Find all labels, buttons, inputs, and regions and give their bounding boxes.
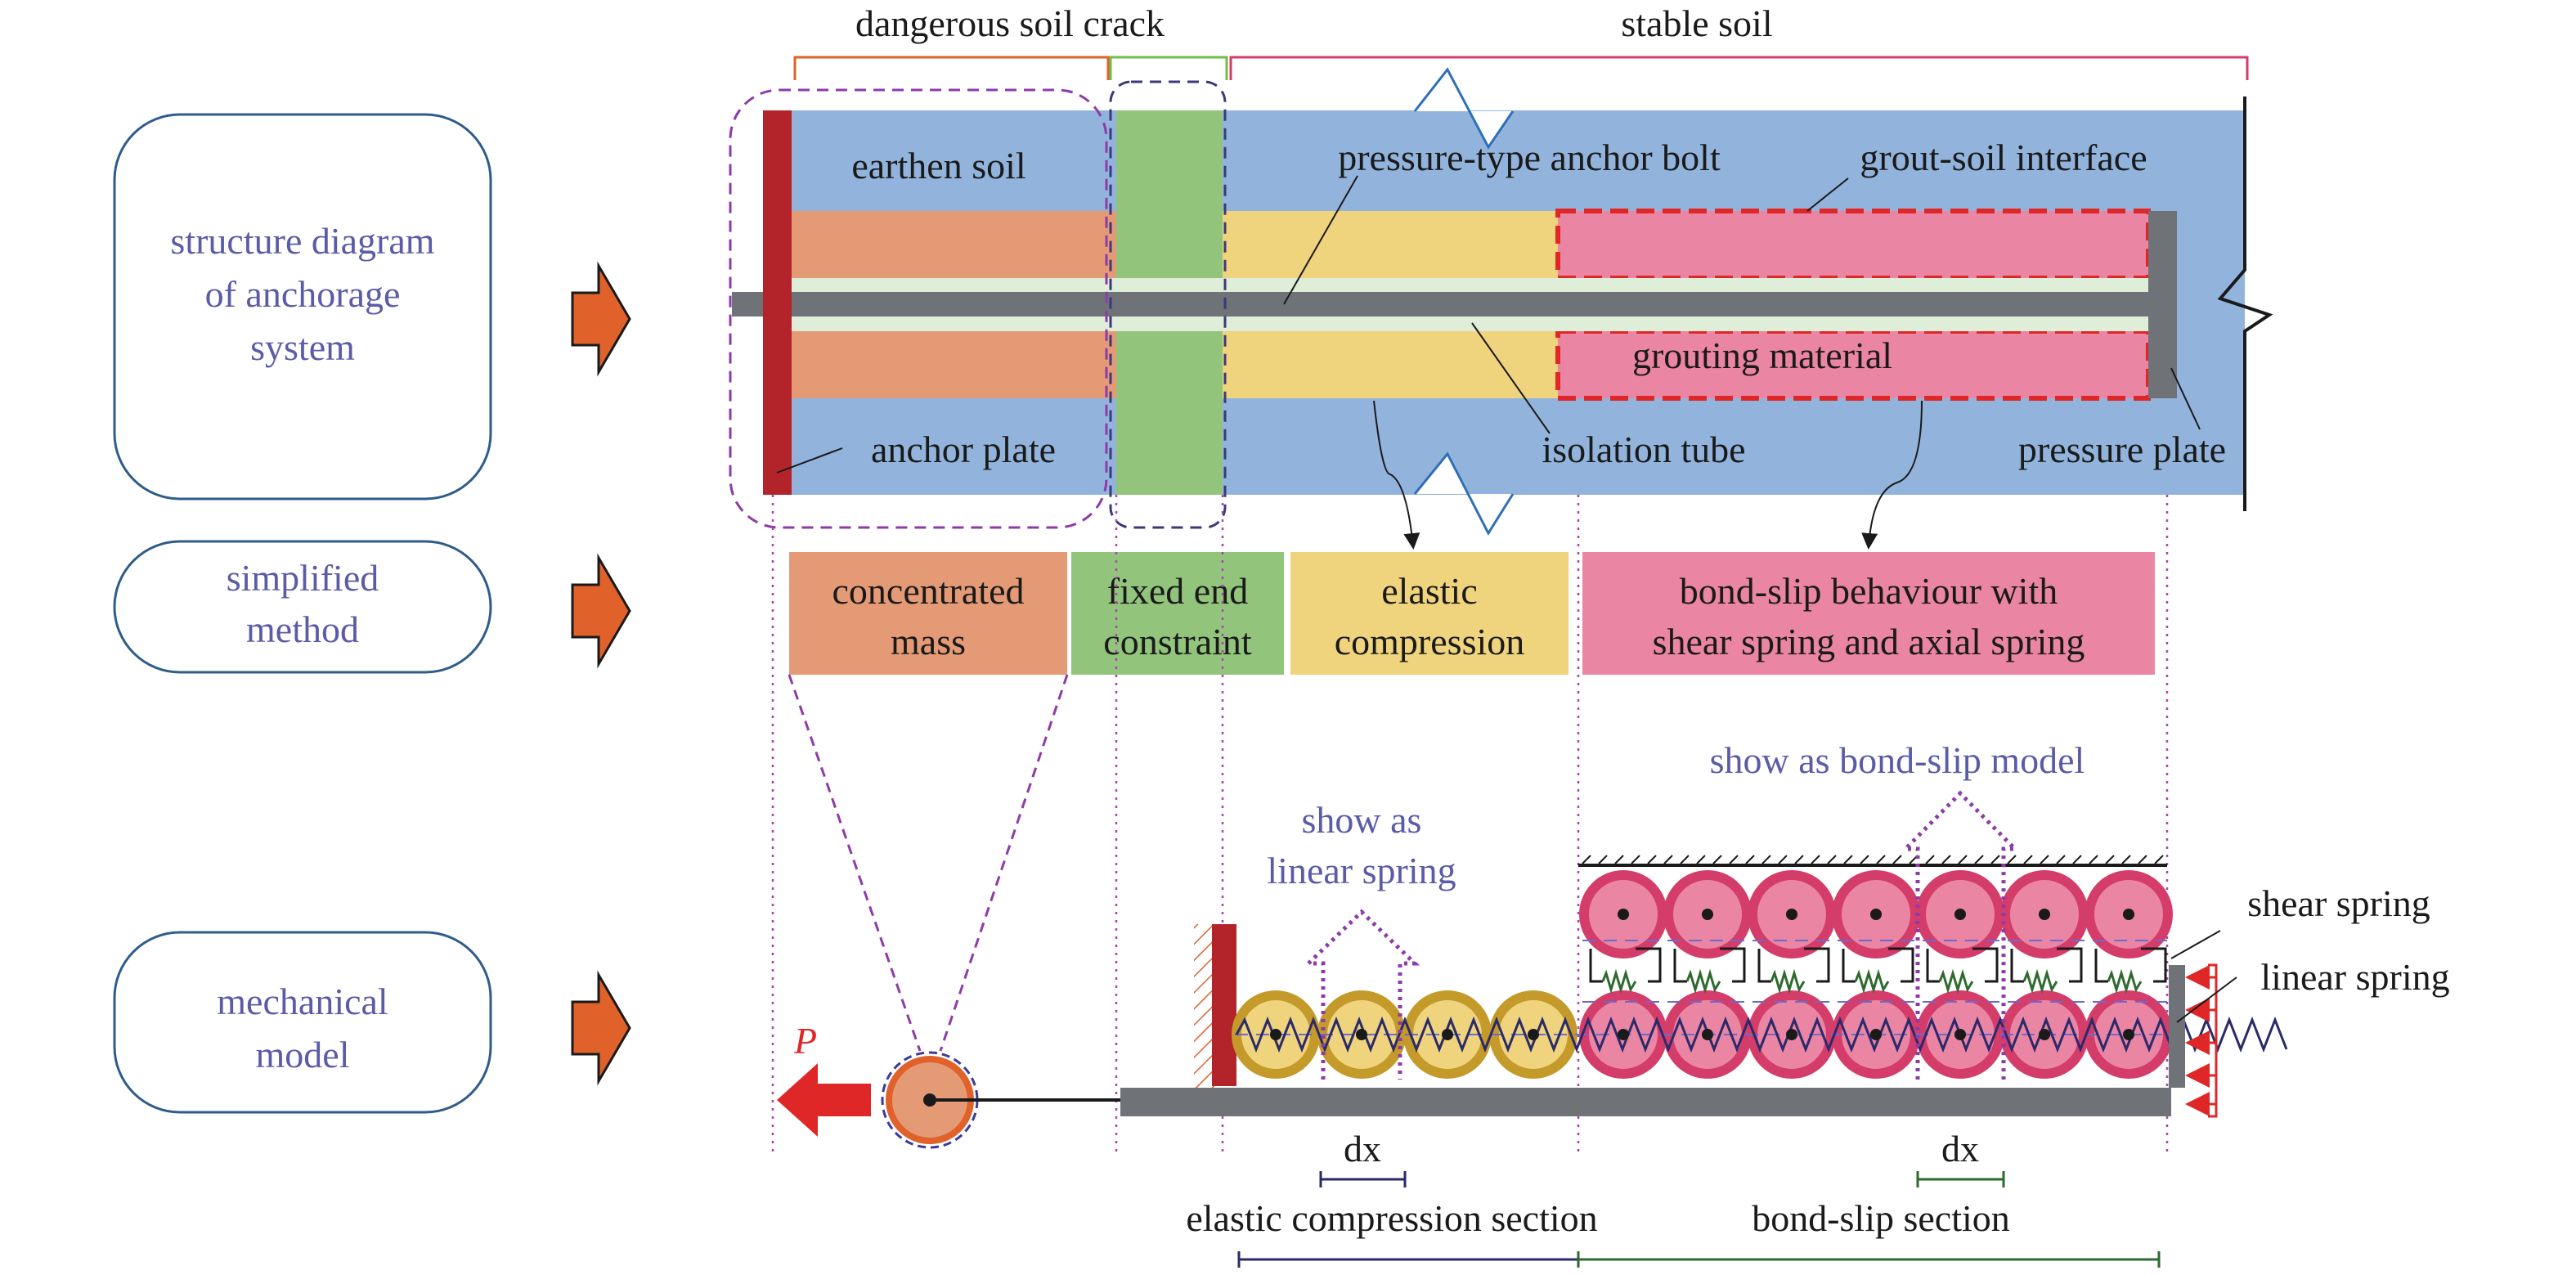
label-dx-bond: dx bbox=[1941, 1128, 1979, 1169]
box-mass-line-1: concentrated bbox=[832, 570, 1025, 612]
anchor-plate bbox=[763, 110, 792, 495]
box-concentrated-mass bbox=[789, 552, 1067, 675]
row-label-simplified: simplified method bbox=[113, 540, 492, 674]
mechanical-model: P bbox=[777, 739, 2450, 1268]
label-earthen-soil: earthen soil bbox=[851, 145, 1025, 186]
label-pressure-plate: pressure plate bbox=[2018, 429, 2226, 470]
shear-springs bbox=[1589, 947, 2167, 994]
row-mechanical-line-2: model bbox=[256, 1034, 350, 1075]
label-grouting-material: grouting material bbox=[1632, 334, 1892, 376]
axial-spring bbox=[1235, 1016, 2288, 1053]
box-fixed-end bbox=[1071, 552, 1284, 675]
row-label-mechanical: mechanical model bbox=[113, 931, 492, 1114]
label-grout-soil-interface: grout-soil interface bbox=[1860, 137, 2147, 178]
box-bond-line-1: bond-slip behaviour with bbox=[1680, 570, 2058, 612]
label-bond-section: bond-slip section bbox=[1752, 1197, 2010, 1239]
label-shear-spring: shear spring bbox=[2247, 882, 2430, 924]
row-simplified-line-1: simplified bbox=[227, 557, 379, 599]
free-section-lower bbox=[792, 331, 1116, 398]
box-elastic-line-1: elastic bbox=[1381, 570, 1478, 612]
anchor-bolt bbox=[732, 292, 2151, 317]
label-show-as-2: linear spring bbox=[1267, 850, 1456, 891]
row-simplified-line-2: method bbox=[246, 608, 359, 650]
pressure-plate bbox=[2148, 211, 2177, 398]
load-arrow-icon bbox=[777, 1063, 871, 1137]
elastic-section-lower bbox=[1223, 331, 1558, 398]
structure-diagram: earthen soil anchor plate pressure-type … bbox=[729, 67, 2273, 550]
grout-section-lower bbox=[1558, 331, 2148, 398]
row-structure-line-3: system bbox=[250, 326, 355, 368]
row-label-structure: structure diagram of anchorage system bbox=[113, 113, 492, 501]
arrow-right-icon bbox=[571, 553, 631, 669]
label-dx-elastic: dx bbox=[1344, 1128, 1381, 1169]
elastic-section-upper bbox=[1223, 211, 1558, 278]
grout-section-upper bbox=[1558, 211, 2148, 278]
box-elastic-line-2: compression bbox=[1335, 621, 1525, 662]
label-stable-soil: stable soil bbox=[1621, 2, 1772, 44]
box-fixed-line-1: fixed end bbox=[1107, 570, 1248, 612]
label-bond-slip-model: show as bond-slip model bbox=[1710, 739, 2085, 781]
box-fixed-line-2: constraint bbox=[1103, 621, 1252, 662]
label-load-p: P bbox=[793, 1020, 817, 1062]
bracket-dangerous-crack: dangerous soil crack bbox=[793, 2, 1228, 80]
label-isolation-tube: isolation tube bbox=[1542, 429, 1745, 470]
box-bond-slip bbox=[1582, 552, 2155, 675]
label-anchor-plate: anchor plate bbox=[871, 429, 1056, 470]
fixed-wall bbox=[1212, 924, 1236, 1086]
label-dangerous-soil-crack: dangerous soil crack bbox=[855, 2, 1165, 44]
label-linear-spring: linear spring bbox=[2260, 956, 2449, 998]
arrow-right-icon bbox=[571, 261, 631, 377]
bracket-stable-soil: stable soil bbox=[1229, 2, 2249, 80]
base-beam bbox=[1120, 1088, 2171, 1116]
arrow-right-icon bbox=[571, 970, 631, 1086]
box-mass-line-2: mass bbox=[891, 621, 966, 662]
row-structure-line-2: of anchorage bbox=[205, 273, 401, 315]
simplified-boxes: concentrated mass fixed end constraint e… bbox=[789, 552, 2155, 675]
box-bond-line-2: shear spring and axial spring bbox=[1653, 621, 2085, 662]
row-mechanical-line-1: mechanical bbox=[217, 981, 388, 1022]
label-elastic-section: elastic compression section bbox=[1186, 1197, 1597, 1239]
box-elastic-compression bbox=[1290, 552, 1568, 675]
free-section-upper bbox=[792, 211, 1116, 278]
label-pressure-anchor-bolt: pressure-type anchor bolt bbox=[1338, 137, 1721, 178]
label-show-as-1: show as bbox=[1302, 799, 1422, 841]
row-structure-line-1: structure diagram bbox=[170, 220, 434, 262]
